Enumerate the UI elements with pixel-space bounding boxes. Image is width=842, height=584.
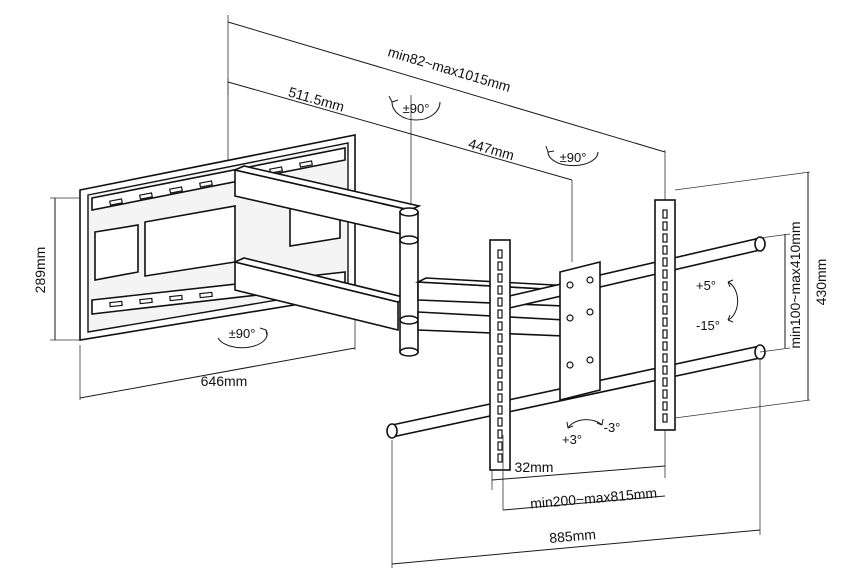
right-vertical-bar bbox=[654, 199, 676, 431]
rotation-arrow-middle bbox=[545, 145, 599, 167]
label-hole-offset: 32mm bbox=[515, 459, 554, 475]
label-wall-plate-height: 289mm bbox=[32, 247, 48, 294]
label-total-extension: min82~max1015mm bbox=[386, 43, 513, 94]
bar-slot bbox=[662, 353, 668, 363]
label-arm-inner: 447mm bbox=[467, 135, 516, 163]
bar-slot bbox=[662, 317, 668, 327]
bar-slot bbox=[662, 341, 668, 351]
label-vesa-vertical: min100~max410mm bbox=[787, 221, 803, 348]
bar-slot bbox=[497, 249, 503, 259]
bar-slot bbox=[497, 429, 503, 439]
dimension-lines-right bbox=[674, 171, 811, 419]
label-swivel-upper: ±90° bbox=[403, 101, 430, 116]
bar-slot bbox=[497, 309, 503, 319]
bar-slot bbox=[662, 305, 668, 315]
bar-slot bbox=[662, 281, 668, 291]
label-wall-plate-width: 646mm bbox=[201, 373, 248, 389]
rotation-arrow-upper bbox=[388, 95, 441, 121]
bar-slot bbox=[497, 393, 503, 403]
label-bracket-height: 430mm bbox=[813, 259, 829, 306]
left-vertical-bar bbox=[489, 239, 511, 471]
label-rail-width: 885mm bbox=[549, 526, 597, 546]
bar-slot bbox=[662, 413, 668, 423]
bar-slot bbox=[662, 221, 668, 231]
label-swivel-middle: ±90° bbox=[560, 150, 587, 165]
level-arrow bbox=[566, 418, 604, 429]
label-vesa-horizontal: min200~max815mm bbox=[529, 485, 657, 512]
label-swivel-lower: ±90° bbox=[229, 326, 256, 341]
bar-slot bbox=[497, 261, 503, 271]
label-arm-outer: 511.5mm bbox=[287, 84, 347, 115]
center-mount-plate bbox=[559, 260, 601, 402]
bar-slot bbox=[497, 333, 503, 343]
bar-slot bbox=[497, 285, 503, 295]
outer-arm-lower bbox=[232, 257, 410, 332]
bar-slot bbox=[662, 209, 668, 219]
label-level-plus: +3° bbox=[562, 432, 582, 447]
rotation-arrow-lower bbox=[217, 327, 268, 349]
bar-slot bbox=[662, 401, 668, 411]
pivot-post-main bbox=[399, 207, 419, 357]
dimension-lines-bottom bbox=[391, 360, 761, 568]
bar-slot bbox=[497, 441, 503, 451]
tilt-arrow bbox=[727, 279, 739, 323]
bar-slot bbox=[497, 417, 503, 427]
bar-slot bbox=[662, 293, 668, 303]
bar-slot bbox=[662, 269, 668, 279]
label-level-minus: -3° bbox=[604, 420, 621, 435]
bar-slot bbox=[662, 245, 668, 255]
bar-slot bbox=[662, 257, 668, 267]
bar-slot bbox=[497, 369, 503, 379]
bar-slot bbox=[497, 357, 503, 367]
bar-slot bbox=[662, 377, 668, 387]
bar-slot bbox=[497, 321, 503, 331]
bar-slot bbox=[497, 453, 503, 463]
label-tilt-down: -15° bbox=[696, 318, 720, 333]
bar-slot bbox=[497, 345, 503, 355]
bar-slot bbox=[662, 389, 668, 399]
bar-slot bbox=[497, 273, 503, 283]
bar-slot bbox=[662, 233, 668, 243]
bar-slot bbox=[662, 329, 668, 339]
bar-slot bbox=[497, 297, 503, 307]
dimension-lines-wall bbox=[50, 197, 356, 400]
bar-slot bbox=[662, 365, 668, 375]
bar-slot bbox=[497, 381, 503, 391]
label-tilt-up: +5° bbox=[696, 278, 716, 293]
wall-plate-slots bbox=[109, 160, 313, 308]
bar-slot bbox=[497, 405, 503, 415]
